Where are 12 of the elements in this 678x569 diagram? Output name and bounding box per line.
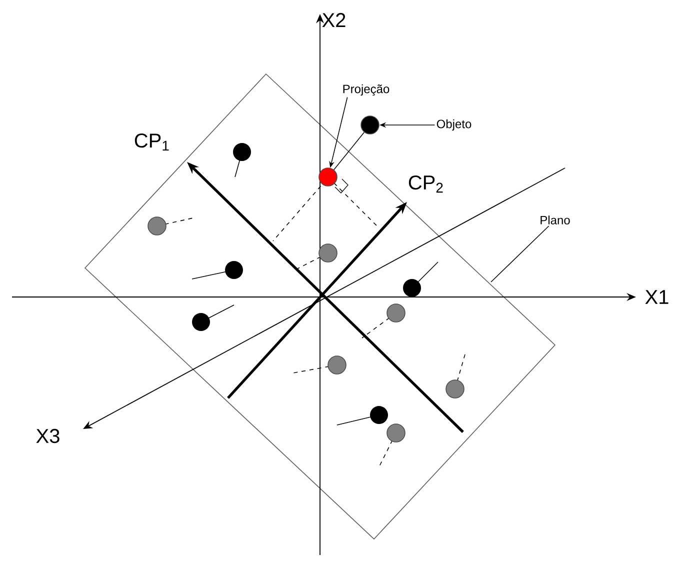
leader-line <box>490 226 550 282</box>
component-label: CP$_{2}$ <box>408 175 443 193</box>
object-point <box>360 116 380 134</box>
object-label: Objeto <box>436 119 472 131</box>
projection-point <box>318 168 338 186</box>
projection-line <box>334 132 364 170</box>
component-label: CP$_{1}$ <box>134 134 169 150</box>
projection-label: Projeção <box>343 84 390 96</box>
axis-label: X1 <box>645 290 668 304</box>
plane-label: Plano <box>540 216 570 224</box>
axis-label: X3 <box>36 428 60 444</box>
axis-label: X2 <box>322 13 346 27</box>
